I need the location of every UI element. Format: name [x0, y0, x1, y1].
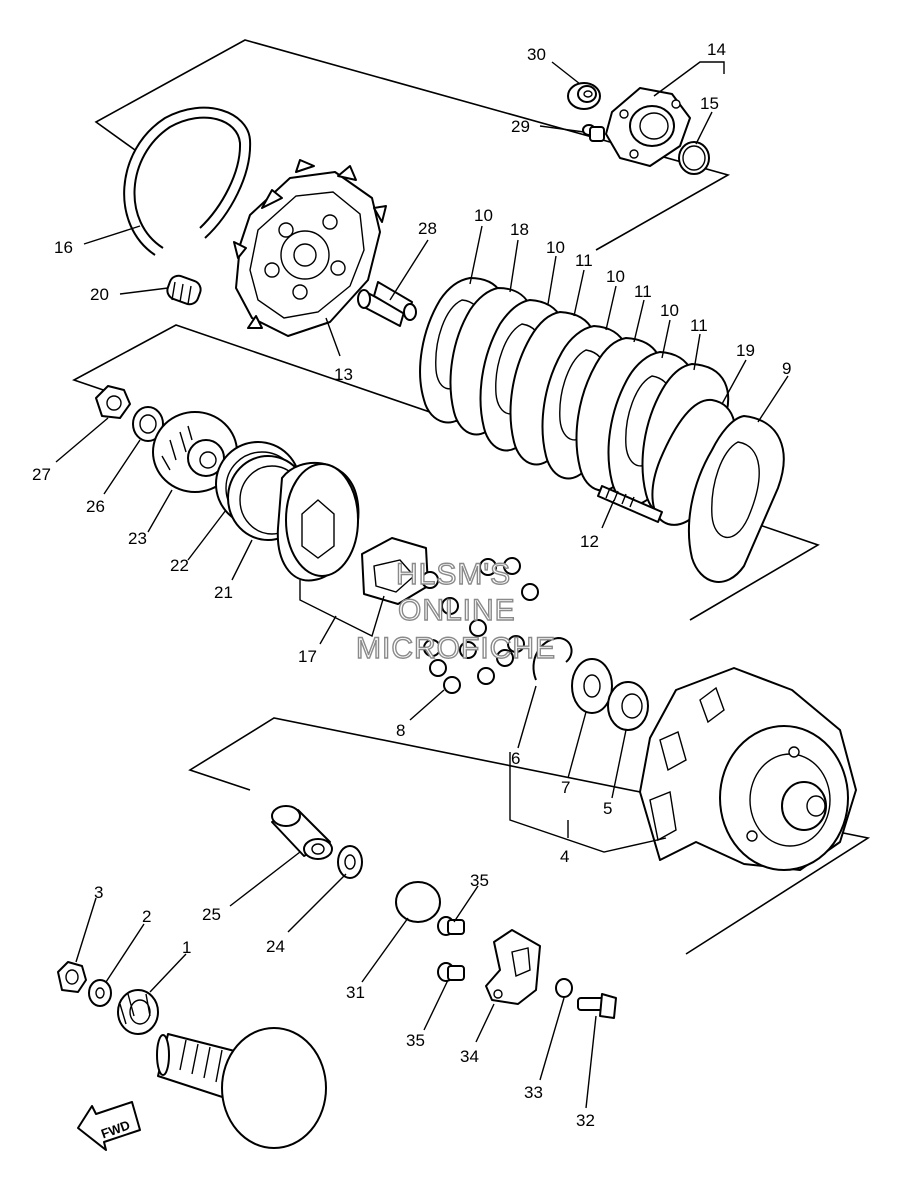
callout-32: 32 [576, 1111, 595, 1130]
part-4-clutch-housing [639, 667, 857, 871]
part-27-nut [95, 385, 131, 419]
part-35-screw-lower [437, 962, 465, 982]
part-26-lock-washer [132, 406, 164, 442]
callout-10a: 10 [474, 206, 493, 225]
callout-18: 18 [510, 220, 529, 239]
part-15-o-ring [678, 141, 710, 175]
part-30-bearing [567, 82, 601, 110]
callout-3: 3 [94, 883, 103, 902]
part-12-bolt [597, 485, 663, 523]
part-32-bolt [577, 993, 617, 1019]
frame-primary-drive-group [188, 717, 871, 955]
callout-27: 27 [32, 465, 51, 484]
callout-11c: 11 [690, 316, 708, 335]
callout-2: 2 [142, 907, 151, 926]
part-17-clutch-boss [276, 462, 429, 605]
part-28-push-rod [357, 281, 417, 327]
callout-12: 12 [580, 532, 599, 551]
callout-8: 8 [396, 721, 405, 740]
callout-24: 24 [266, 937, 285, 956]
crankshaft [156, 1027, 327, 1149]
callout-35-upper: 35 [470, 871, 489, 890]
callout-17: 17 [298, 647, 317, 666]
callout-23: 23 [128, 529, 147, 548]
callout-7: 7 [561, 778, 570, 797]
callout-9: 9 [782, 359, 791, 378]
part-3-nut [57, 961, 87, 993]
callout-15: 15 [700, 94, 719, 113]
callout-numbers: 30 14 15 29 16 28 10 18 10 11 10 11 10 1… [32, 40, 791, 1130]
assembly-frames [72, 39, 871, 955]
part-2-washer [88, 979, 112, 1007]
part-20-clutch-spring [166, 274, 202, 306]
watermark-line-2: ONLINE [398, 594, 516, 627]
part-25-spacer [271, 805, 333, 860]
part-1-primary-drive-gear [117, 989, 159, 1035]
part-13-pressure-plate [233, 159, 387, 337]
callout-31: 31 [346, 983, 365, 1002]
callout-30: 30 [527, 45, 546, 64]
callout-4: 4 [560, 847, 569, 866]
part-14-release-housing [605, 87, 691, 167]
part-35-screw-upper [437, 916, 465, 936]
watermark-line-1: HLSM'S [396, 558, 511, 591]
fwd-arrow: FWD [77, 1101, 141, 1151]
part-33-washer [555, 978, 573, 998]
callout-11b: 11 [634, 282, 652, 301]
part-29-bolt [582, 124, 605, 142]
callout-5: 5 [603, 799, 612, 818]
part-34-release-lever [485, 929, 541, 1005]
part-6-circlip [532, 637, 573, 681]
callout-1: 1 [182, 938, 191, 957]
leader-lines [55, 61, 789, 1109]
callout-28: 28 [418, 219, 437, 238]
watermark: HLSM'S ONLINE MICROFICHE [355, 557, 556, 665]
callout-19: 19 [736, 341, 755, 360]
watermark-line-3: MICROFICHE [356, 632, 556, 665]
callout-25: 25 [202, 905, 221, 924]
part-7-washer [571, 658, 613, 714]
callout-16: 16 [54, 238, 73, 257]
callout-13: 13 [334, 365, 353, 384]
clutch-plate-stack [419, 277, 785, 583]
callout-22: 22 [170, 556, 189, 575]
callout-14: 14 [707, 40, 726, 59]
callout-26: 26 [86, 497, 105, 516]
callout-10c: 10 [606, 267, 625, 286]
callout-11a: 11 [575, 251, 593, 270]
callout-29: 29 [511, 117, 530, 136]
callout-6: 6 [511, 749, 520, 768]
callout-20: 20 [90, 285, 109, 304]
frame-pressure-plate-group [94, 39, 731, 251]
callout-21: 21 [214, 583, 233, 602]
part-8-balls [421, 557, 539, 694]
part-31-oil-seal [395, 881, 441, 923]
callout-35-lower: 35 [406, 1031, 425, 1050]
callout-10b: 10 [546, 238, 565, 257]
callout-10d: 10 [660, 301, 679, 320]
part-23-thrust-plate [152, 411, 238, 493]
callout-34: 34 [460, 1047, 479, 1066]
part-24-washer [337, 845, 363, 879]
part-16-circlip [123, 106, 252, 256]
part-5-bearing [607, 681, 649, 731]
frame-clutch-boss-group [72, 324, 820, 621]
callout-33: 33 [524, 1083, 543, 1102]
